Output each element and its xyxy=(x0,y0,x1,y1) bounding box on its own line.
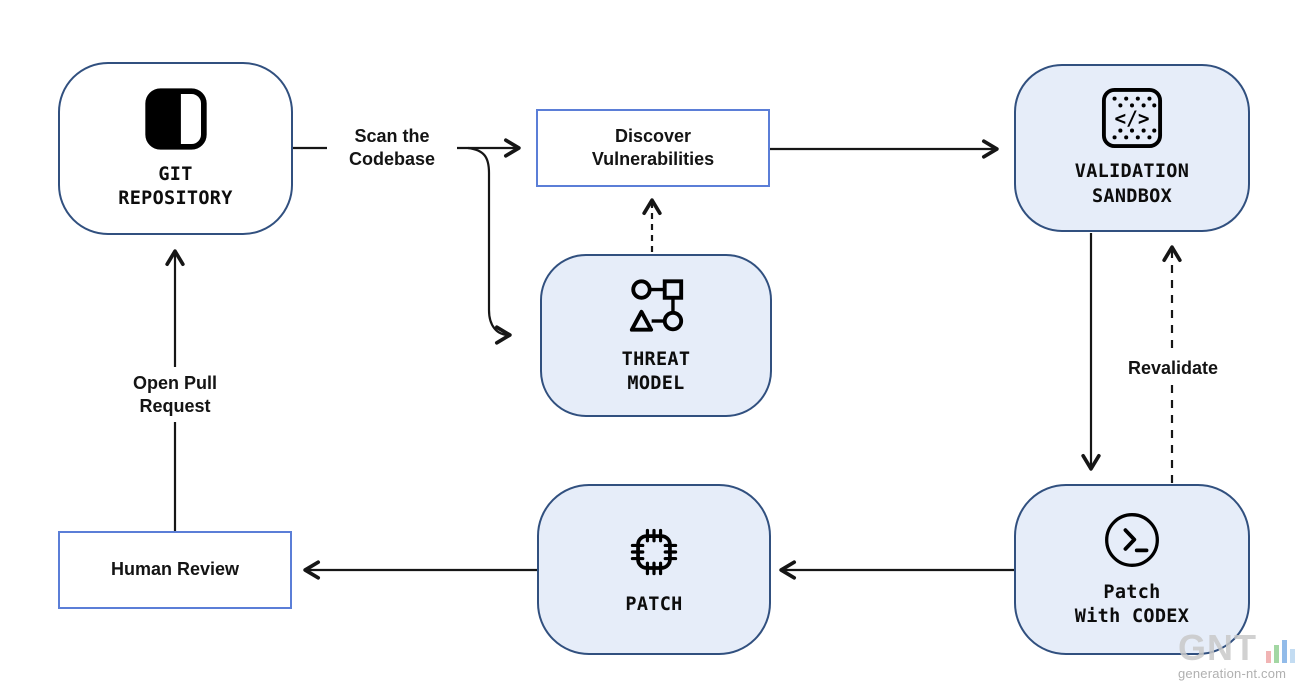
human-review-label: Human Review xyxy=(111,558,239,581)
revalidate-label: Revalidate xyxy=(1114,352,1232,385)
validation-sandbox-label-line2: SANDBOX xyxy=(1091,185,1173,207)
discover-label-line2: Vulnerabilities xyxy=(591,149,715,169)
watermark-bars-icon xyxy=(1263,639,1295,663)
validation-sandbox-node: </> VALIDATION SANDBOX xyxy=(1014,64,1250,232)
watermark-site-text: generation-nt.com xyxy=(1178,665,1287,681)
watermark: GNT generation-nt.com xyxy=(1178,627,1295,681)
discover-vulnerabilities-box: Discover Vulnerabilities xyxy=(536,109,770,187)
threat-model-label-line2: MODEL xyxy=(627,373,685,394)
arrow-scan-to-threat-model xyxy=(467,146,512,345)
threat-model-label-line1: THREAT xyxy=(621,348,691,370)
patch-label: PATCH xyxy=(625,593,682,617)
open-pull-request-label-line2: Request xyxy=(139,395,211,416)
open-pull-request-label: Open Pull Request xyxy=(113,367,237,422)
git-repository-node: GIT REPOSITORY xyxy=(58,62,293,235)
human-review-label-line1: Human Review xyxy=(110,559,240,580)
watermark-brand-text: GNT xyxy=(1178,627,1257,668)
git-repository-label: GIT REPOSITORY xyxy=(118,163,232,211)
scan-label-line2: Codebase xyxy=(348,148,436,169)
threat-model-node: THREAT MODEL xyxy=(540,254,772,417)
git-repository-label-line2: REPOSITORY xyxy=(118,188,233,209)
patch-stitch-icon xyxy=(630,528,678,576)
repository-panel-icon xyxy=(144,88,207,150)
open-pull-request-label-line1: Open Pull xyxy=(132,373,217,393)
scan-label-line1: Scan the xyxy=(354,126,430,146)
patch-node: PATCH xyxy=(537,484,771,655)
validation-sandbox-label: VALIDATION SANDBOX xyxy=(1075,160,1189,208)
scan-the-codebase-label: Scan the Codebase xyxy=(327,120,457,175)
discover-label-line1: Discover xyxy=(614,125,692,146)
patch-with-codex-label-line2: With CODEX xyxy=(1074,606,1190,627)
patch-with-codex-label: Patch With CODEX xyxy=(1075,581,1189,629)
human-review-box: Human Review xyxy=(58,531,292,609)
patch-with-codex-label-line1: Patch xyxy=(1103,581,1161,603)
discover-vulnerabilities-label: Discover Vulnerabilities xyxy=(592,125,714,171)
revalidate-label-line1: Revalidate xyxy=(1127,358,1219,378)
svg-text:</>: </> xyxy=(1115,107,1150,130)
flowchart-icon xyxy=(629,279,684,332)
patch-label-line1: PATCH xyxy=(625,593,683,615)
git-repository-label-line1: GIT xyxy=(158,163,193,185)
validation-sandbox-label-line1: VALIDATION xyxy=(1074,161,1190,183)
terminal-icon xyxy=(1105,513,1159,567)
threat-model-label: THREAT MODEL xyxy=(622,348,691,396)
code-sandbox-icon: </> xyxy=(1101,88,1163,149)
patch-with-codex-node: Patch With CODEX xyxy=(1014,484,1250,655)
